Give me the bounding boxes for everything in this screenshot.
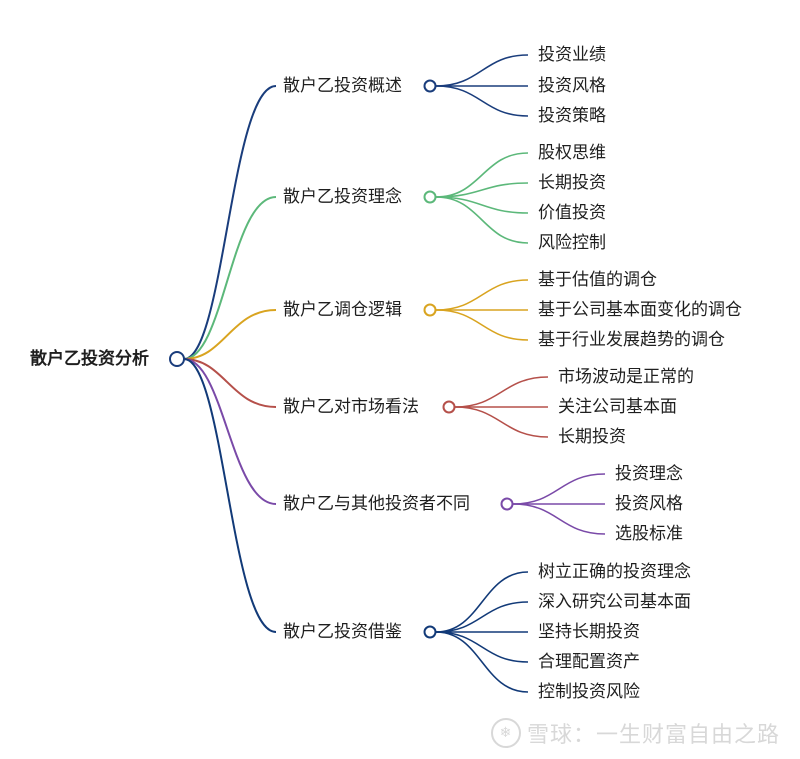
leaf-label-0-0[interactable]: 投资业绩 (538, 45, 606, 65)
leaf-label-1-1[interactable]: 长期投资 (538, 173, 606, 193)
leaf-link-5-4 (435, 631, 529, 693)
leaf-label-4-0[interactable]: 投资理念 (615, 464, 683, 484)
branch-node-0[interactable] (423, 79, 437, 93)
leaf-label-3-1[interactable]: 关注公司基本面 (558, 397, 677, 417)
leaf-link-5-1 (435, 601, 529, 633)
branch-label-2[interactable]: 散户乙调仓逻辑 (283, 300, 402, 320)
leaf-link-1-0 (435, 152, 529, 198)
branch-node-3[interactable] (442, 400, 456, 414)
branch-link-3 (183, 358, 277, 408)
leaf-label-5-3[interactable]: 合理配置资产 (538, 652, 640, 672)
leaf-link-1-1 (435, 182, 529, 198)
leaf-label-0-1[interactable]: 投资风格 (538, 76, 606, 96)
leaf-label-3-0[interactable]: 市场波动是正常的 (558, 367, 694, 387)
root-node-label[interactable]: 散户乙投资分析 (30, 349, 149, 369)
branch-node-5[interactable] (423, 625, 437, 639)
branch-link-1 (183, 196, 277, 360)
branch-label-3[interactable]: 散户乙对市场看法 (283, 397, 419, 417)
leaf-label-1-2[interactable]: 价值投资 (538, 203, 606, 223)
snowball-logo-icon: ❄ (490, 718, 521, 748)
leaf-label-2-2[interactable]: 基于行业发展趋势的调仓 (538, 330, 725, 350)
leaf-label-5-2[interactable]: 坚持长期投资 (538, 622, 640, 642)
leaf-label-4-2[interactable]: 选股标准 (615, 524, 683, 544)
leaf-link-1-3 (435, 196, 529, 244)
leaf-link-4-2 (512, 503, 606, 535)
leaf-label-5-0[interactable]: 树立正确的投资理念 (538, 562, 691, 582)
branch-link-4 (183, 358, 277, 505)
branch-label-5[interactable]: 散户乙投资借鉴 (283, 622, 402, 642)
leaf-label-3-2[interactable]: 长期投资 (558, 427, 626, 447)
leaf-link-5-0 (435, 571, 529, 633)
leaf-link-0-2 (435, 85, 529, 117)
leaf-label-1-0[interactable]: 股权思维 (538, 143, 606, 163)
leaf-label-1-3[interactable]: 风险控制 (538, 233, 606, 253)
leaf-link-2-0 (435, 279, 529, 311)
branch-node-1[interactable] (423, 190, 437, 204)
watermark-text: 雪球：一生财富自由之路 (526, 723, 780, 748)
branch-node-2[interactable] (423, 303, 437, 317)
leaf-label-2-0[interactable]: 基于估值的调仓 (538, 270, 657, 290)
leaf-label-0-2[interactable]: 投资策略 (538, 106, 606, 126)
leaf-label-4-1[interactable]: 投资风格 (615, 494, 683, 514)
branch-label-4[interactable]: 散户乙与其他投资者不同 (283, 494, 470, 514)
leaf-label-5-4[interactable]: 控制投资风险 (538, 682, 640, 702)
leaf-link-1-2 (435, 196, 529, 214)
branch-link-0 (183, 85, 277, 360)
root-node[interactable] (169, 351, 185, 367)
leaf-link-3-0 (454, 376, 549, 408)
leaf-link-2-2 (435, 309, 529, 341)
branch-node-4[interactable] (500, 497, 514, 511)
leaf-link-0-0 (435, 54, 529, 87)
leaf-link-3-2 (454, 406, 549, 438)
leaf-link-4-0 (512, 473, 606, 505)
branch-label-0[interactable]: 散户乙投资概述 (283, 76, 402, 96)
branch-link-5 (183, 358, 277, 633)
watermark: ❄ 雪球：一生财富自由之路 (490, 717, 780, 749)
branch-label-1[interactable]: 散户乙投资理念 (283, 187, 402, 207)
leaf-label-2-1[interactable]: 基于公司基本面变化的调仓 (538, 300, 742, 320)
branch-link-2 (183, 309, 277, 360)
leaf-label-5-1[interactable]: 深入研究公司基本面 (538, 592, 691, 612)
leaf-link-5-3 (435, 631, 529, 663)
